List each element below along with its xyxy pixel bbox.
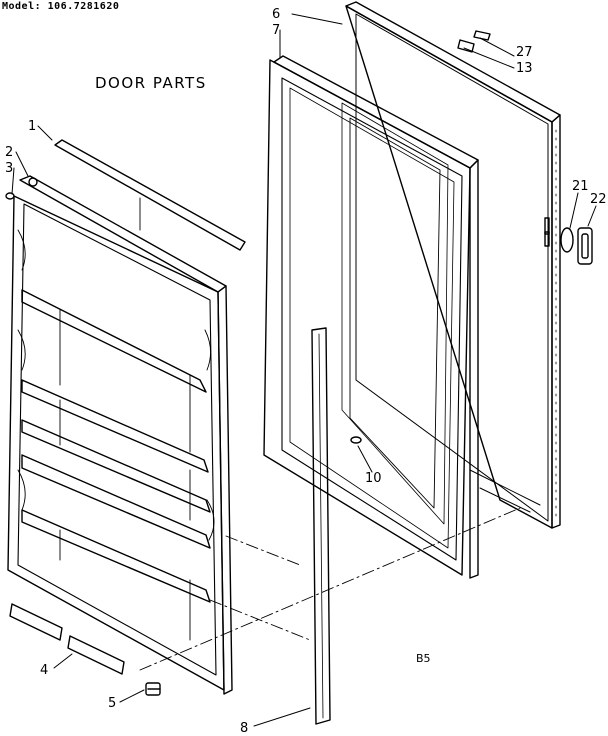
callout-13: 13 (516, 61, 533, 76)
callout-8: 8 (240, 721, 249, 736)
model-number: Model: 106.7281620 (2, 1, 120, 12)
callout-21: 21 (572, 179, 589, 194)
breaker-strip (311, 327, 331, 725)
door-gasket (263, 55, 479, 579)
callout-6: 6 (272, 7, 281, 22)
handle-parts (560, 227, 593, 265)
screw-part (5, 177, 38, 200)
callout-1: 1 (28, 119, 37, 134)
callout-10: 10 (365, 471, 382, 486)
bottom-hinge (145, 682, 161, 696)
callout-5: 5 (108, 696, 117, 711)
callout-3: 3 (5, 161, 14, 176)
callout-27: 27 (516, 45, 533, 60)
outer-door-panel (345, 1, 561, 529)
callout-22: 22 (590, 192, 607, 207)
liner-top-strip (54, 139, 246, 251)
callout-7: 7 (272, 23, 281, 38)
top-hinge-parts (457, 30, 491, 53)
callout-2: 2 (5, 145, 14, 160)
callout-4: 4 (40, 663, 49, 678)
bottom-trim-pieces (9, 603, 125, 675)
diagram-code: B5 (416, 652, 431, 665)
fastener-part-10 (350, 436, 362, 444)
diagram-title: DOOR PARTS (95, 74, 207, 92)
inner-door-liner (7, 175, 233, 695)
